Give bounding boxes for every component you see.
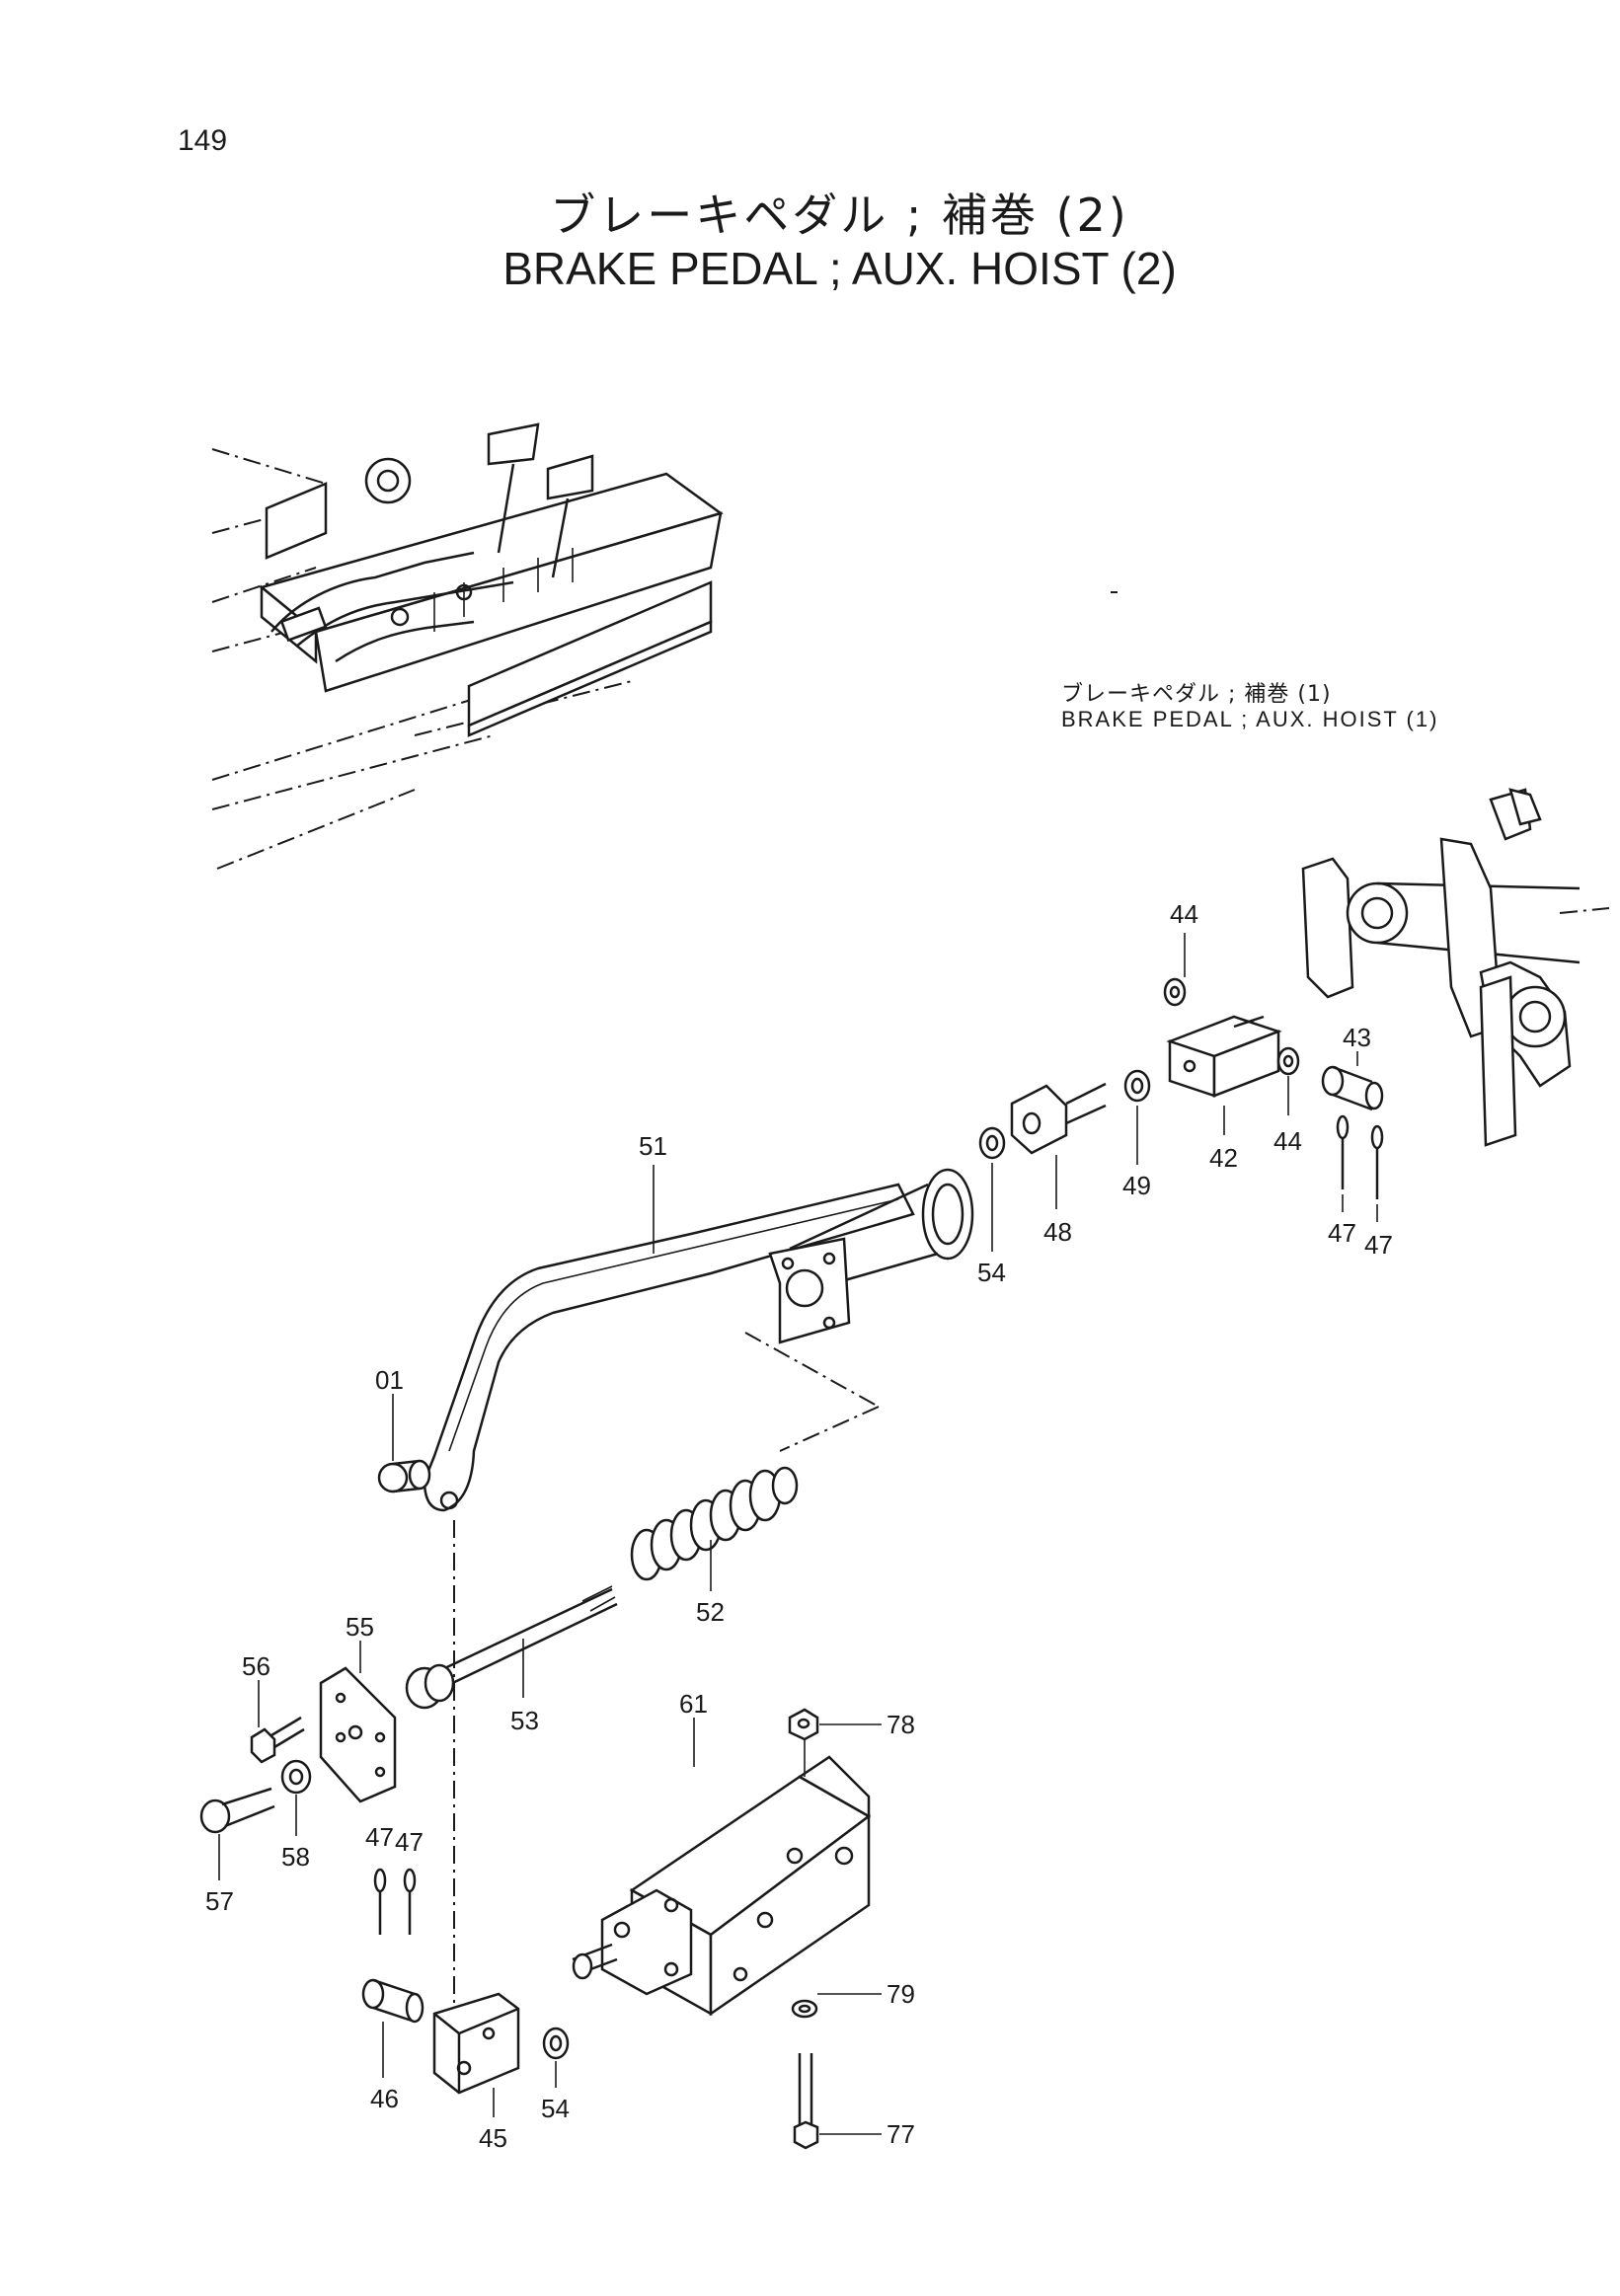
nut-54-upper [978, 1126, 1006, 1160]
part-label-42: 42 [1209, 1143, 1238, 1173]
nut-78 [788, 1708, 819, 1741]
part-label-58: 58 [281, 1842, 310, 1872]
part-label-56: 56 [242, 1651, 270, 1681]
page-number: 149 [178, 124, 228, 157]
cotter-pin-47-a [1336, 1114, 1350, 1189]
part-label-47-right-a: 47 [1328, 1218, 1356, 1248]
part-labels: 44 43 42 44 47 47 49 48 54 51 01 52 53 5… [205, 899, 1393, 2153]
bolt-56 [250, 1716, 305, 1764]
part-label-54-lower: 54 [541, 2094, 570, 2123]
part-label-46: 46 [370, 2084, 399, 2113]
part-label-49: 49 [1122, 1171, 1151, 1200]
adjuster-48 [1010, 1082, 1107, 1155]
valve-61 [572, 1727, 872, 2017]
part-label-01: 01 [375, 1365, 404, 1395]
part-label-47-right-b: 47 [1364, 1230, 1393, 1260]
part-label-53: 53 [510, 1706, 539, 1735]
part-label-54-upper: 54 [977, 1258, 1006, 1287]
page-title-japanese: ブレーキペダル ; 補巻 (2) [550, 189, 1129, 242]
cotter-pin-47-b [1370, 1124, 1384, 1199]
clevis-45 [432, 1992, 520, 2095]
part-label-48: 48 [1043, 1217, 1072, 1247]
bolt-77 [793, 2053, 819, 2150]
rod-53 [405, 1585, 618, 1710]
cotter-pin-47-c [373, 1868, 387, 1935]
pin-43 [1321, 1065, 1384, 1111]
overview-machine-sketch [211, 422, 1118, 870]
reference-title-english: BRAKE PEDAL ; AUX. HOIST (1) [1061, 707, 1439, 731]
bolt-57 [199, 1787, 275, 1834]
nut-49 [1123, 1069, 1151, 1103]
part-label-47-left-a: 47 [365, 1822, 394, 1852]
part-label-52: 52 [696, 1597, 725, 1627]
bushing-01 [377, 1459, 431, 1493]
clevis-42 [1166, 1015, 1282, 1098]
cotter-pin-47-d [403, 1868, 417, 1935]
part-label-55: 55 [346, 1612, 374, 1642]
part-label-47-left-b: 47 [395, 1827, 424, 1857]
part-label-44-upper: 44 [1170, 899, 1198, 929]
pin-46 [361, 1978, 424, 2024]
plate-55 [319, 1666, 397, 1803]
page-title-english: BRAKE PEDAL ; AUX. HOIST (2) [502, 243, 1177, 294]
part-label-77: 77 [887, 2119, 915, 2149]
part-label-57: 57 [205, 1886, 234, 1916]
part-label-44-lower: 44 [1273, 1126, 1302, 1156]
part-label-79: 79 [887, 1979, 915, 2009]
part-label-43: 43 [1343, 1023, 1371, 1052]
part-label-78: 78 [887, 1710, 915, 1739]
part-label-45: 45 [479, 2123, 507, 2153]
part-label-51: 51 [639, 1131, 667, 1161]
part-label-61: 61 [679, 1689, 708, 1719]
pedal-lever-51 [423, 1168, 974, 2024]
spring-52 [630, 1466, 799, 1581]
washer-44-upper [1163, 977, 1187, 1007]
nut-58 [280, 1759, 312, 1795]
nut-54-lower [542, 2027, 570, 2060]
washer-79 [791, 1999, 818, 2019]
reference-assembly-sketch [1301, 788, 1610, 1147]
reference-title-japanese: ブレーキペダル ; 補巻 (1) [1061, 682, 1332, 707]
washer-44-lower [1276, 1046, 1300, 1076]
